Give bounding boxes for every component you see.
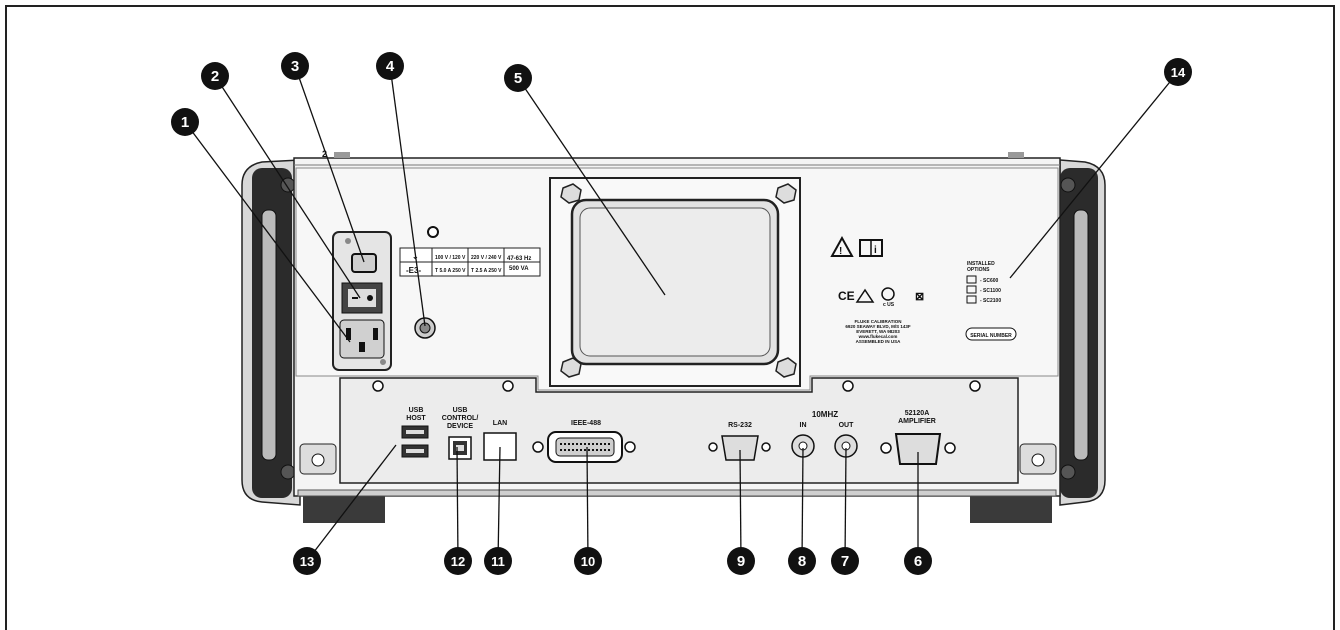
usb-host-label-1: USB <box>409 407 424 414</box>
callout-8: 8 <box>788 547 816 575</box>
right-handle <box>1059 159 1106 506</box>
callout-6: 6 <box>904 547 932 575</box>
svg-text:!: ! <box>839 246 842 257</box>
fuse-holder[interactable] <box>351 253 377 273</box>
lan-label: LAN <box>493 420 507 427</box>
option-box-1 <box>966 275 977 284</box>
callout-12: 12 <box>444 547 472 575</box>
left-handle <box>241 159 301 506</box>
callout-number: 9 <box>737 553 745 570</box>
rcm-icon <box>855 288 875 303</box>
callout-number: 1 <box>181 114 189 131</box>
installed-options-label: INSTALLED OPTIONS - SC600 - SC1100 - SC2… <box>966 261 1001 304</box>
ce-mark: CE <box>838 289 855 303</box>
svg-text:c US: c US <box>883 302 895 308</box>
ieee-488-connector[interactable] <box>532 431 636 463</box>
weee-icon: ⊠ <box>915 291 924 303</box>
serial-number-label: SERIAL NUMBER <box>965 327 1017 341</box>
option-item-1: - SC600 <box>980 278 999 284</box>
left-jackscrew <box>299 443 337 475</box>
vt-r2c2: T 2.5 A 250 V <box>471 268 502 274</box>
address-line-4: www.flukecal.com <box>858 334 898 339</box>
power-entry-module <box>332 231 392 371</box>
option-item-2: - SC1100 <box>980 288 1001 294</box>
chassis-ground-terminal[interactable] <box>414 317 436 339</box>
usb-device-port[interactable] <box>448 436 472 460</box>
address-line-3: EVERETT, WA 98203 <box>856 329 900 334</box>
callout-number: 6 <box>914 553 922 570</box>
usb-device-label-1: USB <box>453 407 468 414</box>
callout-1: 1 <box>171 108 199 136</box>
callout-9: 9 <box>727 547 755 575</box>
panel-mark-2: 2 <box>322 149 327 159</box>
callout-4: 4 <box>376 52 404 80</box>
usb-host-ports[interactable] <box>401 425 429 458</box>
address-line-5: ASSEMBLED IN USA <box>856 339 902 344</box>
ieee-label: IEEE-488 <box>571 420 601 427</box>
callout-13: 13 <box>293 547 321 575</box>
left-foot <box>303 495 385 523</box>
usb-device-label-2: CONTROL/ <box>442 415 479 422</box>
option-box-2 <box>966 285 977 294</box>
vt-r1c2: 220 V / 240 V <box>471 255 502 261</box>
cover-plate <box>549 177 801 387</box>
callout-number: 7 <box>841 553 849 570</box>
callout-number: 10 <box>581 554 595 569</box>
callout-number: 8 <box>798 553 806 570</box>
vt-va: 500 VA <box>509 266 529 272</box>
callout-2: 2 <box>201 62 229 90</box>
usb-device-label-3: DEVICE <box>447 423 473 430</box>
fuse-symbol: -E3- <box>406 266 421 275</box>
vt-r1c1: 100 V / 120 V <box>435 255 466 261</box>
callout-number: 11 <box>491 554 505 569</box>
vt-freq: 47-63 Hz <box>507 256 531 262</box>
small-screw <box>427 226 439 238</box>
csa-icon <box>881 287 895 301</box>
callout-number: 12 <box>451 554 465 569</box>
option-box-3 <box>966 295 977 304</box>
amplifier-label-1: 52120A <box>905 410 930 417</box>
callout-3: 3 <box>281 52 309 80</box>
ref-out-label: OUT <box>839 422 855 429</box>
svg-text:i: i <box>874 245 877 256</box>
ref-in-label: IN <box>800 422 807 429</box>
panel-screws <box>372 380 981 392</box>
callout-7: 7 <box>831 547 859 575</box>
figure-frame <box>5 5 1335 630</box>
serial-text: SERIAL NUMBER <box>970 333 1012 339</box>
options-title-2: OPTIONS <box>967 267 990 273</box>
voltage-label: ⌄ -E3- 100 V / 120 V 220 V / 240 V T 5.0… <box>399 247 541 277</box>
callout-number: 5 <box>514 70 522 87</box>
address-line-2: 6920 SEAWAY BLVD, M/S 143F <box>845 324 910 329</box>
callout-number: 4 <box>386 58 395 75</box>
vt-r2c1: T 5.0 A 250 V <box>435 268 466 274</box>
callout-number: 14 <box>1171 65 1186 80</box>
address-block: FLUKE CALIBRATION 6920 SEAWAY BLVD, M/S … <box>845 319 910 344</box>
callout-11: 11 <box>484 547 512 575</box>
address-line-1: FLUKE CALIBRATION <box>855 319 902 324</box>
callout-10: 10 <box>574 547 602 575</box>
amplifier-connector[interactable] <box>880 433 956 465</box>
amplifier-label-2: AMPLIFIER <box>898 418 936 425</box>
option-item-3: - SC2100 <box>980 298 1001 304</box>
callout-5: 5 <box>504 64 532 92</box>
leader-lines <box>184 65 1179 562</box>
callout-number: 13 <box>300 554 314 569</box>
rs232-label: RS-232 <box>728 422 752 429</box>
rs232-connector[interactable] <box>708 435 771 461</box>
options-title-1: INSTALLED <box>967 261 995 267</box>
callout-number: 3 <box>291 58 299 75</box>
safety-symbols: ! i CE c US ⊠ <box>830 235 924 308</box>
right-foot <box>970 495 1052 523</box>
callout-14: 14 <box>1164 58 1192 86</box>
ten-mhz-label: 10MHZ <box>812 410 838 419</box>
callout-number: 2 <box>211 68 219 85</box>
warning-icon <box>830 235 854 257</box>
usb-host-label-2: HOST <box>406 415 426 422</box>
right-jackscrew <box>1019 443 1057 475</box>
